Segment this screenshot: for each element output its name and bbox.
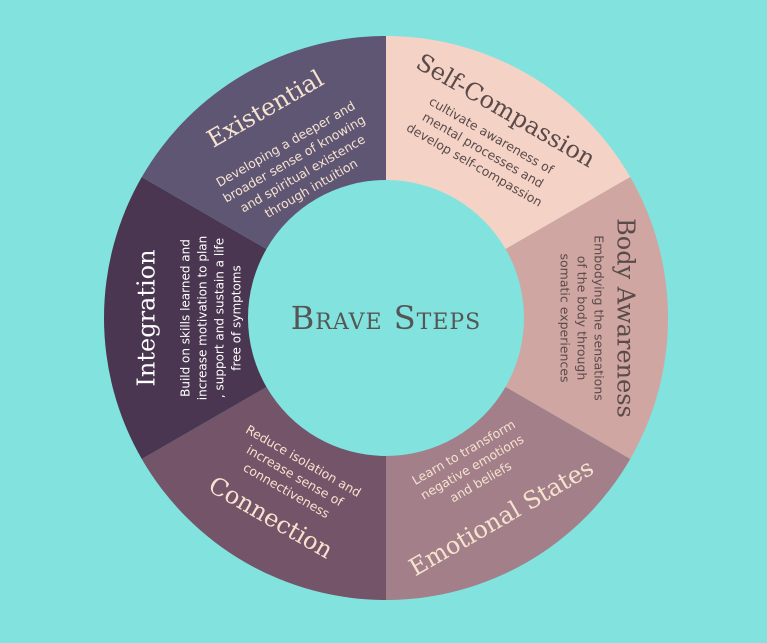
segment-self-compassion (386, 36, 631, 249)
segment-description-integration: , support and sustain a life (213, 238, 227, 398)
segment-existential (141, 36, 386, 249)
segment-title-integration: Integration (133, 249, 161, 386)
segment-description-body-awareness: of the body through (575, 256, 590, 381)
center-title: Brave Steps (291, 299, 482, 337)
wheel-segments (103, 36, 668, 600)
segment-description-body-awareness: somatic experiences (558, 253, 573, 382)
segment-description-body-awareness: Embodying the sensations (592, 235, 607, 401)
segment-description-integration: increase motivation to plan (196, 236, 210, 401)
segment-emotional-states (386, 387, 631, 600)
segment-integration (103, 177, 267, 459)
segment-connection (141, 387, 386, 600)
segment-title-body-awareness: Body Awareness (612, 218, 640, 418)
segment-description-integration: Build on skills learned and (179, 239, 193, 397)
segment-body-awareness (505, 177, 668, 459)
segment-description-integration: free of symptoms (230, 265, 244, 371)
